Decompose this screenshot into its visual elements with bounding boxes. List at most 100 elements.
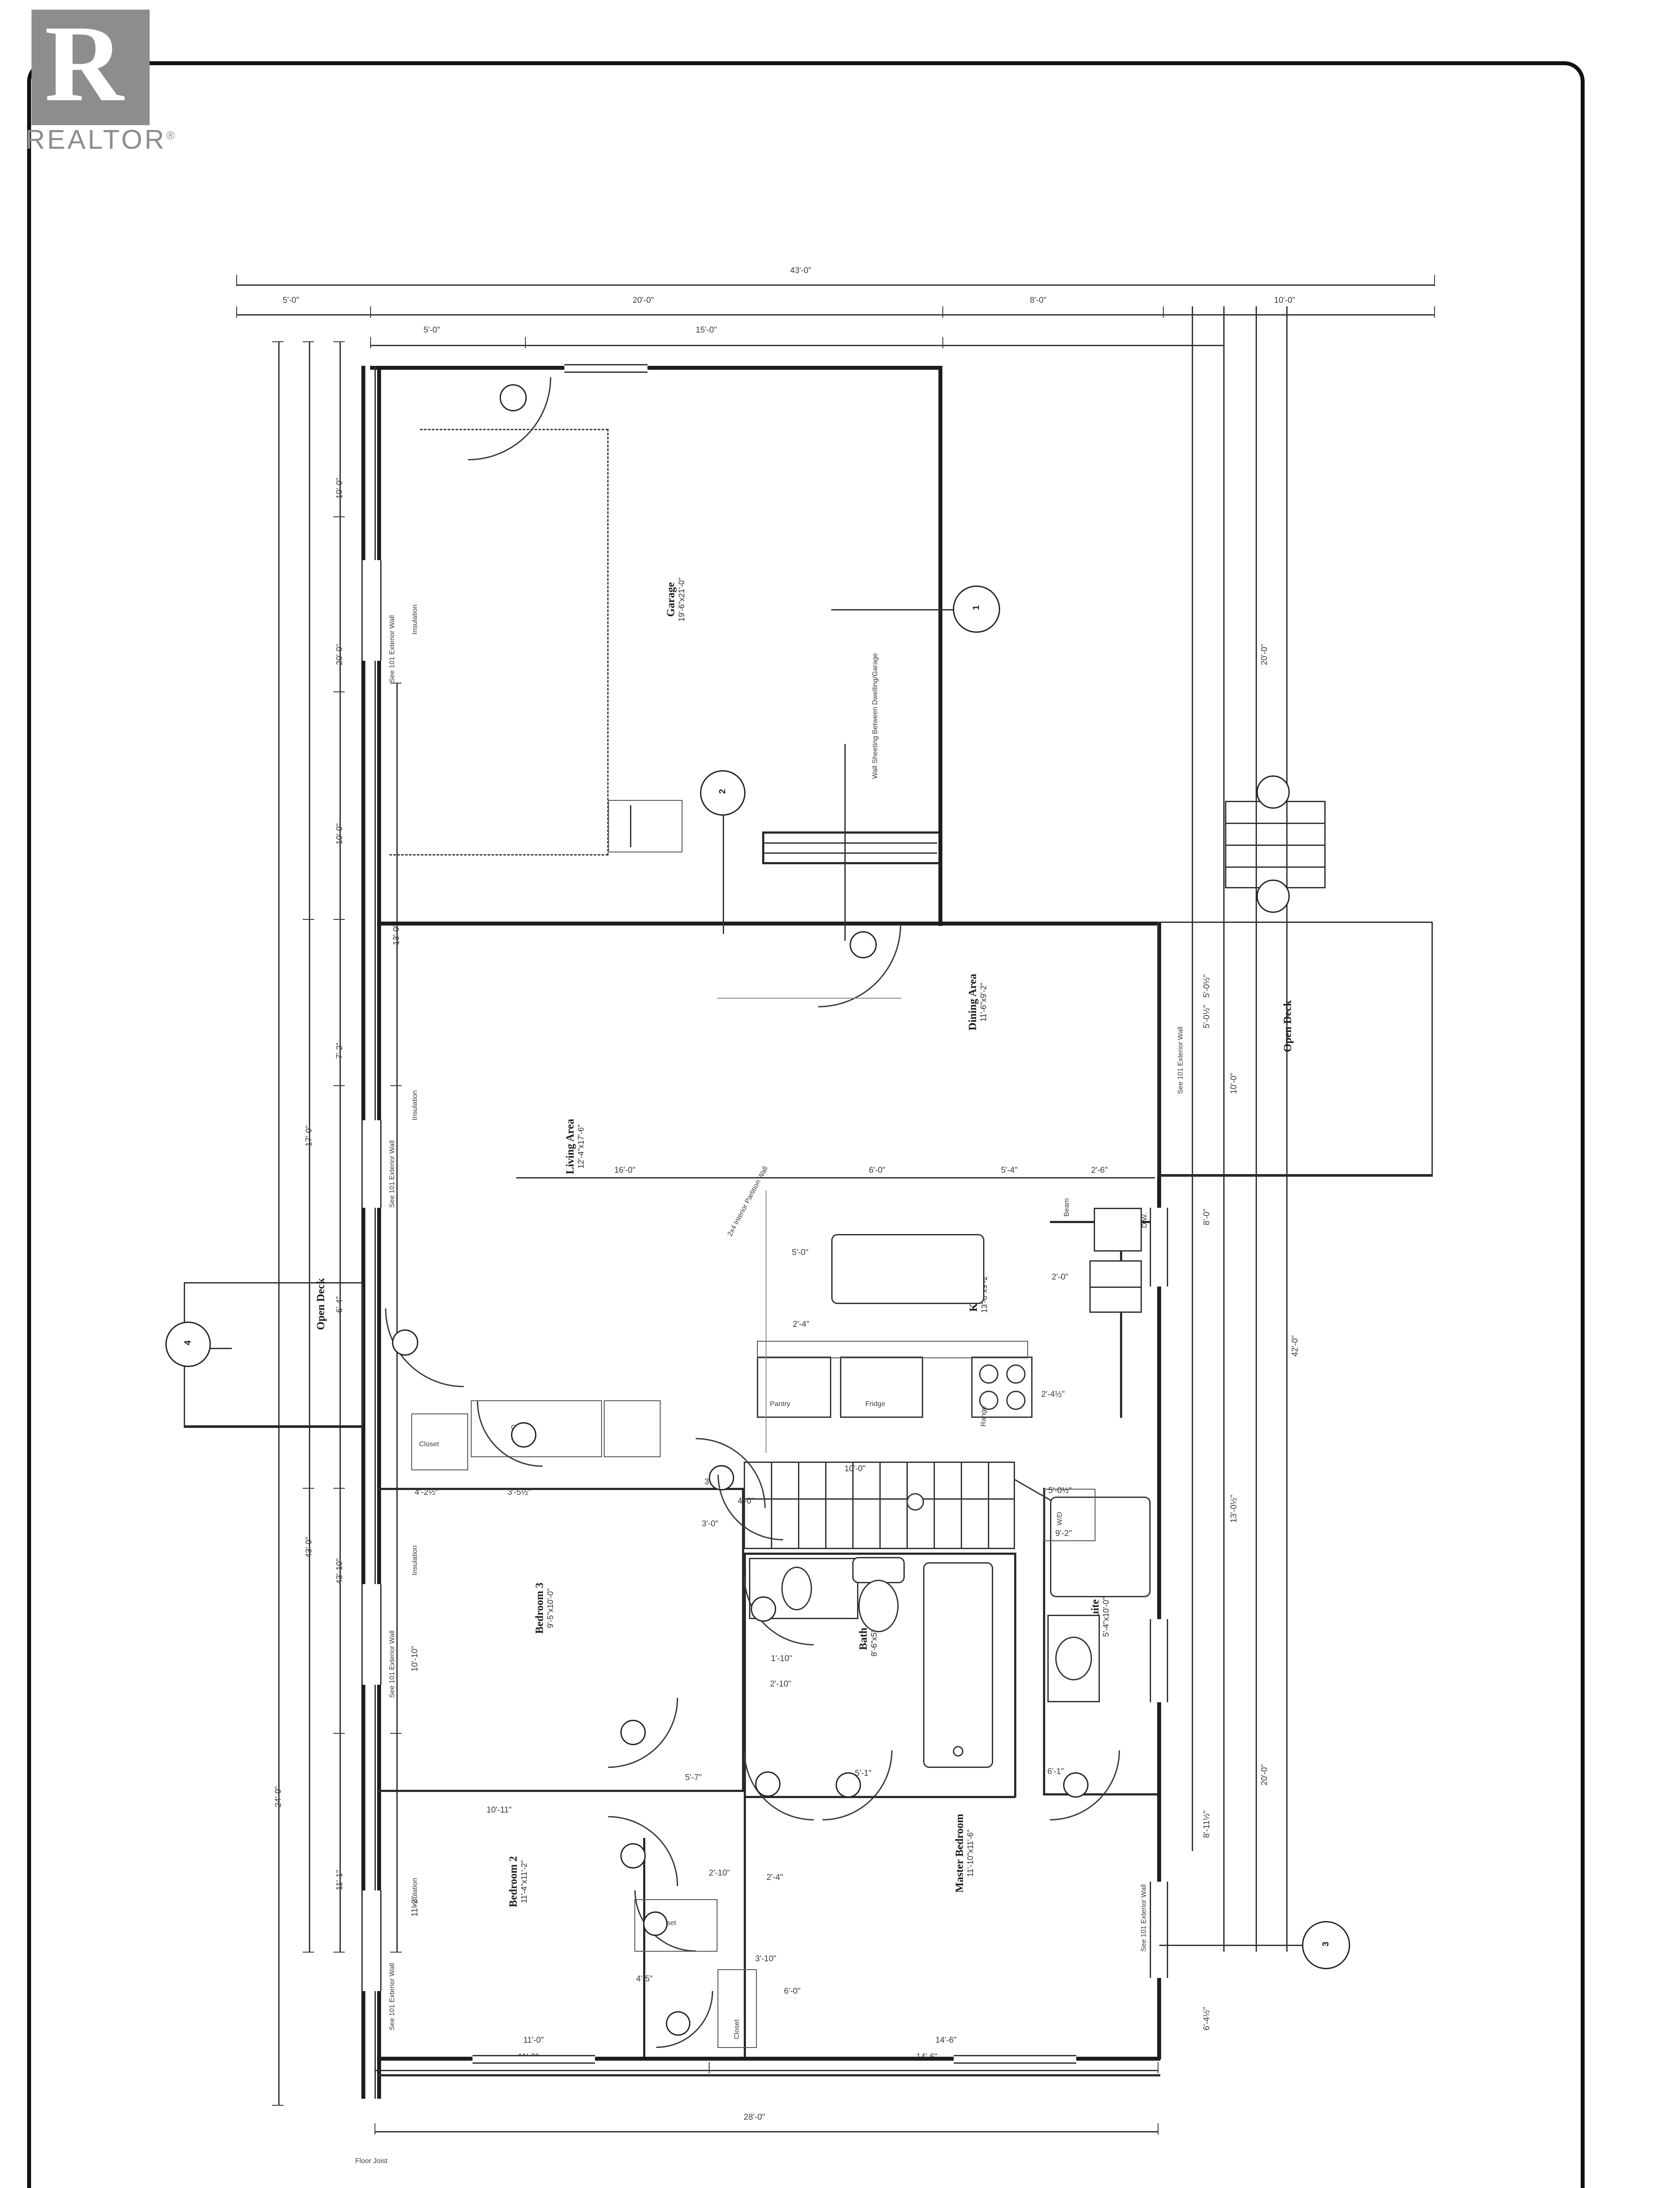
range-burner bbox=[1006, 1391, 1026, 1410]
stair-handrail bbox=[744, 1498, 1015, 1500]
wall-garage-step-top bbox=[762, 831, 939, 834]
kitchen-counter-right bbox=[1120, 1221, 1122, 1418]
dim-left-i: 10'-10" bbox=[410, 1646, 420, 1672]
bubble-1[interactable]: 1 bbox=[953, 586, 1000, 633]
dim-tick bbox=[303, 341, 314, 342]
door-tag-garage-bottom bbox=[850, 931, 877, 958]
bubble-2-leader bbox=[723, 816, 724, 934]
dim-int-k6: 2'-4½" bbox=[1041, 1390, 1065, 1399]
bubble-2[interactable]: 2 bbox=[700, 770, 746, 816]
wall-house-bottom bbox=[377, 2057, 1160, 2061]
dim-tick bbox=[1434, 275, 1435, 286]
stair-newel bbox=[906, 1493, 924, 1511]
dim-top-f: 15'-0" bbox=[696, 326, 717, 335]
door-tag-bedroom2 bbox=[620, 1843, 646, 1869]
dim-tick bbox=[236, 306, 237, 318]
dim-tick bbox=[390, 1733, 402, 1734]
dim-line-right-1 bbox=[1192, 306, 1193, 1851]
laundry-closet bbox=[1043, 1489, 1096, 1541]
dim-int-c17: 5'-0½" bbox=[1048, 1486, 1072, 1495]
dim-line-left-2 bbox=[309, 341, 310, 1952]
door-swing-garage-entry[interactable] bbox=[718, 1475, 783, 1540]
dim-tick bbox=[1434, 306, 1435, 318]
dim-line-right-3 bbox=[1256, 306, 1257, 1952]
dim-line-bottom-inner bbox=[374, 2070, 1158, 2071]
realtor-r-glyph: R bbox=[45, 3, 124, 124]
dim-line-top-3 bbox=[370, 345, 1223, 346]
dim-int-c19: 2'-0" bbox=[1052, 1273, 1068, 1282]
dim-tick bbox=[333, 1733, 345, 1734]
bedroom3-wall-right bbox=[742, 1488, 744, 1790]
dim-right-e: 42'-0" bbox=[1291, 1335, 1300, 1357]
window-left-living bbox=[361, 1120, 382, 1208]
dim-tick bbox=[272, 2105, 284, 2106]
note-wall-left-c: See 101 Exterior Wall bbox=[388, 1630, 396, 1698]
dim-int-c14: 6'-0" bbox=[784, 1987, 801, 1996]
dim-left-c: 10'-0" bbox=[335, 823, 344, 845]
door-tag-garage-topleft bbox=[500, 384, 527, 411]
dim-left-h: 11'-1" bbox=[335, 1870, 344, 1890]
dim-int-c12: 2'-4" bbox=[766, 1873, 783, 1882]
realtor-logo: R REALTOR® bbox=[25, 3, 175, 163]
note-wall-left-a: See 101 Exterior Wall bbox=[388, 615, 396, 683]
wall-garage-top bbox=[370, 366, 942, 370]
dim-top-b: 20'-0" bbox=[633, 296, 654, 305]
label-pantry: Pantry bbox=[770, 1400, 791, 1408]
bubble-2-label: 2 bbox=[718, 789, 728, 794]
master-wall-left bbox=[744, 1796, 746, 2057]
note-insul-a: Insulation bbox=[411, 1090, 419, 1121]
dim-tick bbox=[942, 337, 943, 348]
dim-left-f: 43'-0" bbox=[304, 1536, 314, 1558]
dim-int-c6: 5'-7" bbox=[685, 1773, 702, 1782]
dim-right-f: 13'-0½" bbox=[1229, 1494, 1239, 1523]
deck-stair-tread bbox=[1225, 823, 1326, 824]
bath-tub-drain bbox=[953, 1746, 963, 1757]
bedroom2-wall-right bbox=[643, 1838, 645, 2057]
note-floor-joist: Floor Joist bbox=[355, 2157, 388, 2165]
stair-riser bbox=[988, 1462, 989, 1549]
dim-tick bbox=[303, 919, 314, 920]
deck-left-edge bbox=[184, 1426, 363, 1428]
dim-tick bbox=[272, 341, 284, 342]
note-wall-furnace: Wall Sheeting Between Dwelling/Garage bbox=[872, 653, 879, 779]
bubble-3[interactable]: 3 bbox=[1302, 1921, 1350, 1969]
window-left-bedroom3 bbox=[361, 1584, 382, 1685]
garage-detail-box bbox=[608, 800, 682, 852]
dim-int-c13: 3'-10" bbox=[755, 1954, 777, 1964]
note-wall-left-d: See 101 Exterior Wall bbox=[388, 1963, 396, 2030]
garage-step-tread bbox=[764, 842, 937, 844]
bath-wall-right bbox=[1014, 1553, 1016, 1798]
window-right-master bbox=[1150, 1882, 1168, 1978]
window-left-bedroom2 bbox=[361, 1890, 382, 1991]
dim-line-right-4 bbox=[1286, 306, 1288, 1952]
dim-right-g: 20'-0" bbox=[1260, 1764, 1269, 1785]
dim-int-c15: 11'-0" bbox=[523, 2036, 544, 2045]
dim-tick bbox=[333, 341, 345, 342]
kitchen-upper-cabinets bbox=[757, 1341, 1028, 1358]
living-dim-line bbox=[516, 1177, 1155, 1178]
bubble-3-leader bbox=[1159, 1945, 1302, 1946]
range-burner bbox=[1006, 1364, 1026, 1384]
door-tag-closet-d bbox=[643, 1911, 668, 1936]
dim-tick bbox=[333, 1085, 345, 1086]
dim-line-bottom-overall bbox=[374, 2131, 1158, 2132]
bubble-4[interactable]: 4 bbox=[165, 1322, 211, 1367]
kitchen-island bbox=[831, 1234, 984, 1304]
wall-house-top bbox=[377, 922, 1160, 926]
dim-tick bbox=[333, 691, 345, 692]
stair-riser bbox=[852, 1462, 854, 1549]
dim-tick bbox=[390, 1085, 402, 1086]
dim-line-top-2 bbox=[236, 314, 1435, 316]
dim-int-k2: 2'-6" bbox=[1091, 1166, 1108, 1175]
dim-left-d: 13'-0" bbox=[392, 924, 401, 945]
dim-top-d: 10'-0" bbox=[1274, 296, 1295, 305]
dim-left-l: 7'-2" bbox=[335, 1042, 344, 1059]
dim-tick bbox=[333, 919, 345, 920]
label-wd: W/D bbox=[1056, 1511, 1064, 1525]
room-label-dining: Dining Area 11'-6"x9'-2" bbox=[967, 974, 988, 1031]
note-wall-right-b: See 101 Exterior Wall bbox=[1140, 1884, 1148, 1952]
dim-int-k4: 5'-0" bbox=[792, 1248, 808, 1257]
door-tag-closet-a bbox=[511, 1422, 536, 1448]
range-burner bbox=[979, 1391, 998, 1410]
ensuite-wall-left bbox=[1043, 1488, 1045, 1794]
